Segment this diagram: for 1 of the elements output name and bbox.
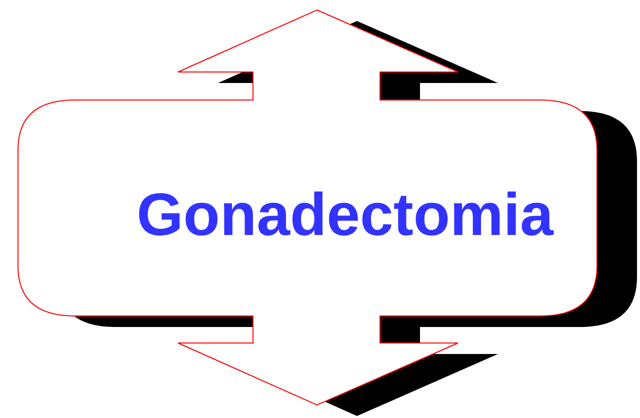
node-label: Gonadectomia (136, 180, 555, 250)
